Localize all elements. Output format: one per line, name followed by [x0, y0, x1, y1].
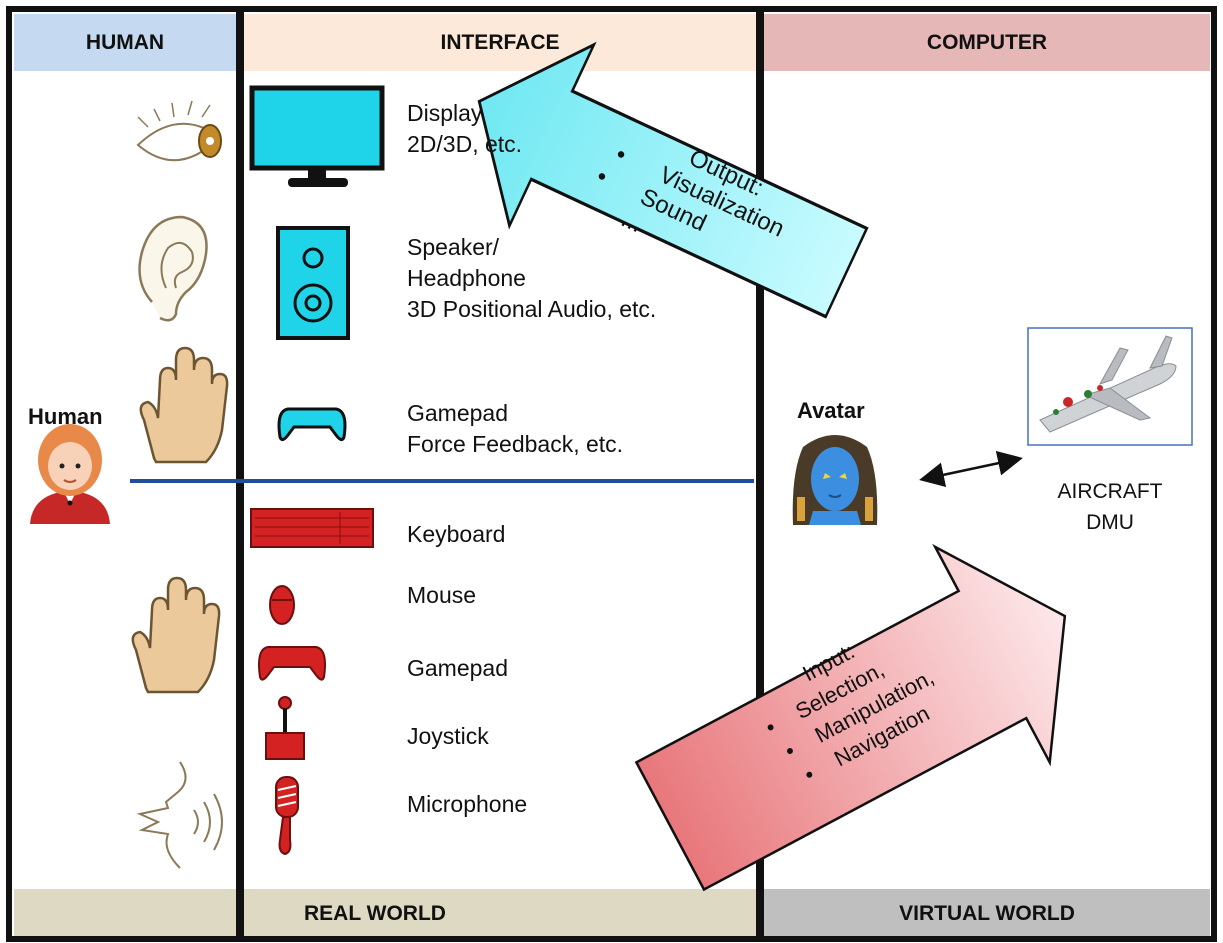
- device-label-microphone: Microphone: [407, 791, 528, 817]
- output-arrow: [477, 41, 869, 319]
- eye-icon: [136, 100, 222, 162]
- speaker-icon: [276, 226, 350, 340]
- aircraft-image: [1027, 327, 1193, 446]
- mouse-icon: [269, 585, 295, 625]
- microphone-icon: [275, 776, 299, 856]
- avatar-label: Avatar: [797, 398, 865, 423]
- input-arrow: [634, 543, 1067, 892]
- virtual-world-footer: VIRTUAL WORLD: [764, 889, 1210, 939]
- human-header: HUMAN: [14, 14, 236, 71]
- monitor-icon: [249, 85, 385, 187]
- mouth-icon: [136, 761, 223, 869]
- keyboard-icon: [250, 508, 374, 548]
- interface-header: INTERFACE: [244, 14, 756, 71]
- human-avatar-icon: [30, 424, 110, 524]
- hand-icon-lower: [131, 576, 221, 694]
- real-world-footer: REAL WORLD: [244, 889, 756, 939]
- aircraft-label: AIRCRAFT DMU: [1057, 480, 1163, 534]
- ear-icon: [138, 215, 208, 322]
- hand-icon: [139, 346, 229, 464]
- computer-header: COMPUTER: [764, 14, 1210, 71]
- gamepad-icon: [277, 407, 347, 442]
- human-label: Human: [28, 404, 103, 429]
- navi-avatar-icon: [792, 435, 878, 525]
- device-label-display: Display 2D/3D, etc.: [407, 100, 523, 157]
- joystick-icon: [265, 696, 305, 760]
- device-label-gamepad-force: Gamepad Force Feedback, etc.: [407, 400, 624, 457]
- outer-frame: [6, 6, 1217, 942]
- device-label-joystick: Joystick: [407, 723, 489, 749]
- gamepad-red-icon: [258, 646, 326, 681]
- device-label-speaker: Speaker/ Headphone 3D Positional Audio, …: [407, 234, 657, 322]
- device-label-gamepad: Gamepad: [407, 655, 509, 681]
- device-label-mouse: Mouse: [407, 582, 477, 608]
- avatar-aircraft-link: [919, 450, 1023, 488]
- device-label-keyboard: Keyboard: [407, 521, 506, 547]
- human-footer-band: [14, 889, 236, 939]
